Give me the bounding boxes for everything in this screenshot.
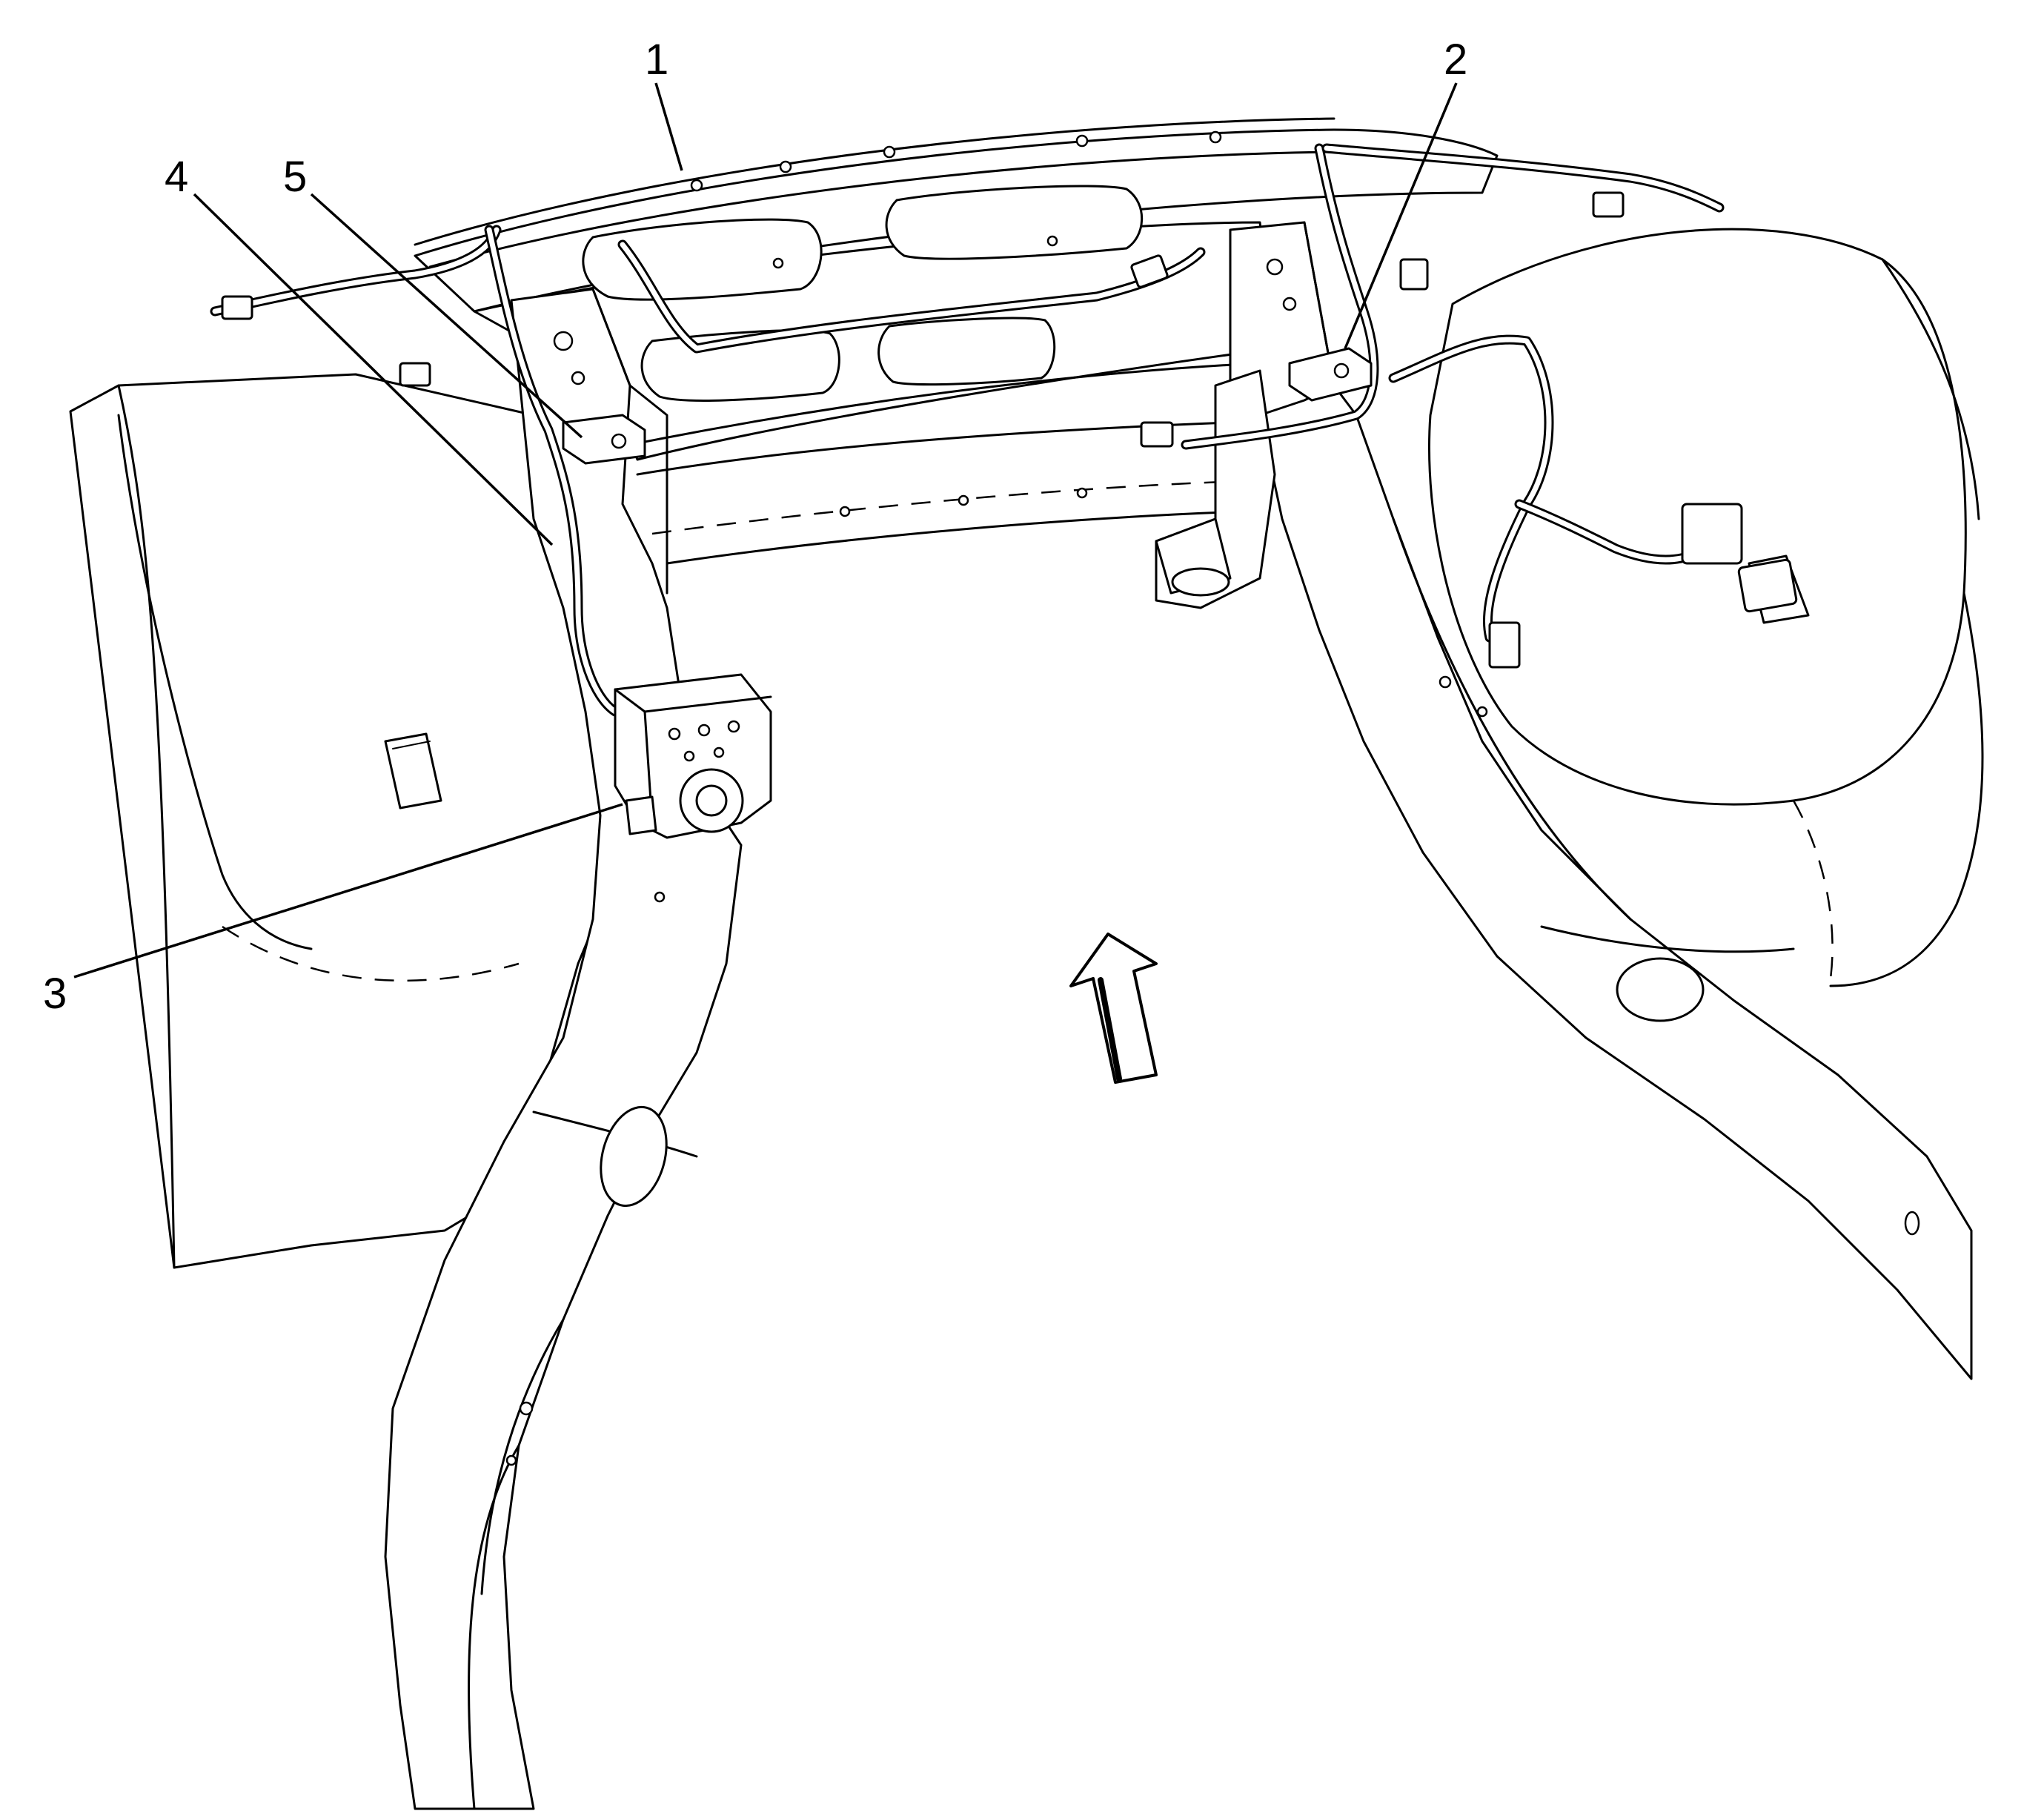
left-sensor xyxy=(562,414,646,465)
callout-1: 1 xyxy=(645,36,668,84)
callout-5: 5 xyxy=(283,153,307,201)
leader-lines xyxy=(73,82,1458,979)
connectors xyxy=(221,191,1798,669)
abs-module xyxy=(614,673,772,839)
arrow-up-icon xyxy=(1069,933,1158,1084)
callout-2: 2 xyxy=(1444,36,1467,84)
right-sensor xyxy=(1288,347,1373,402)
callout-4: 4 xyxy=(165,153,188,201)
right-bracket xyxy=(1155,369,1276,609)
callout-3: 3 xyxy=(43,970,67,1018)
right-frame-rail xyxy=(1229,221,1973,1380)
